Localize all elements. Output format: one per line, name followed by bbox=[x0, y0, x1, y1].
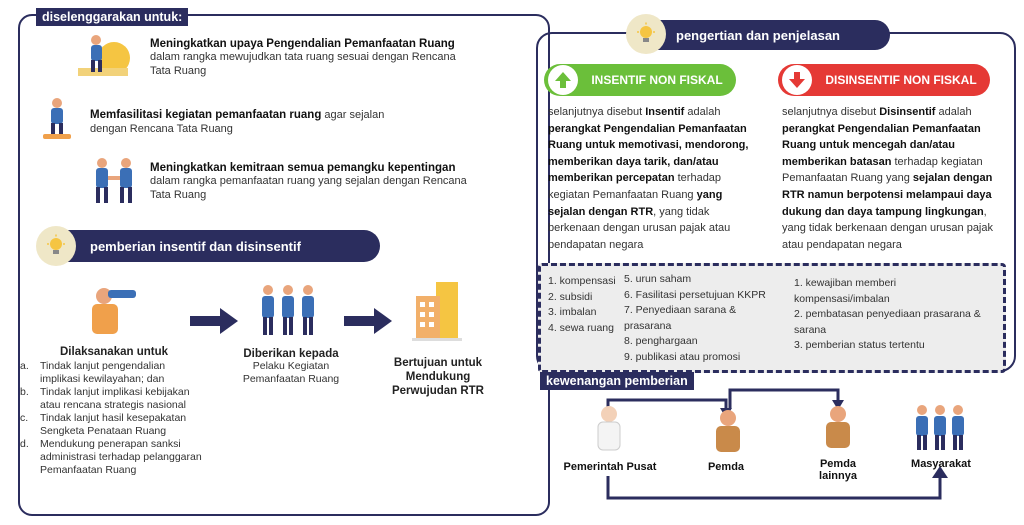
item-1-title: Meningkatkan upaya Pengendalian Pemanfaa… bbox=[150, 38, 455, 50]
item-3: Meningkatkan kemitraan semua pemangku ke… bbox=[150, 162, 490, 202]
list-item: 4. sewa ruang bbox=[548, 321, 614, 334]
list-item: 1. kewajiban memberi kompensasi/imbalan bbox=[794, 277, 897, 305]
flow-col1-title: Dilaksanakan untuk bbox=[60, 346, 169, 358]
flow-col1-list: a.Tindak lanjut pengendalian implikasi k… bbox=[20, 360, 206, 477]
left-header: diselenggarakan untuk: bbox=[36, 8, 189, 26]
right-header-title: pengertian dan penjelasan bbox=[676, 27, 840, 43]
illustration-worker-gold-icon bbox=[72, 32, 134, 80]
item-2-text: dengan Rencana Tata Ruang bbox=[90, 123, 233, 135]
arrow-right-1-icon bbox=[190, 308, 238, 334]
list-item: 6. Fasilitasi persetujuan KKPR bbox=[624, 288, 766, 301]
illustration-building-icon bbox=[412, 276, 462, 342]
illustration-people-group-icon bbox=[258, 282, 318, 340]
pemda-lainnya-icon bbox=[820, 404, 856, 450]
disinsentif-button[interactable]: DISINSENTIF NON FISKAL bbox=[778, 64, 990, 96]
col1-item: d.Mendukung penerapan sanksi administras… bbox=[20, 438, 202, 476]
illustration-binocular-icon bbox=[86, 282, 142, 340]
pemerintah-pusat-icon bbox=[592, 404, 626, 452]
list-a: 1. kompensasi 2. subsidi 3. imbalan 4. s… bbox=[548, 274, 616, 336]
masyarakat-icon bbox=[914, 402, 968, 452]
list-item: 5. urun saham bbox=[624, 273, 692, 285]
disinsentif-paragraph: selanjutnya disebut Disinsentif adalah p… bbox=[782, 106, 993, 251]
item-1: Meningkatkan upaya Pengendalian Pemanfaa… bbox=[150, 38, 470, 78]
illustration-partners-icon bbox=[90, 156, 140, 208]
flow-col2-text: Pelaku Kegiatan Pemanfaatan Ruang bbox=[242, 360, 340, 385]
item-3-text: dalam rangka pemanfaatan ruang yang seja… bbox=[150, 175, 467, 201]
flow-col3-title: Bertujuan untuk Mendukung Perwujudan RTR bbox=[391, 357, 484, 397]
list-item: 3. imbalan bbox=[548, 306, 597, 318]
pemda-icon bbox=[710, 408, 746, 454]
actor-pemerintah-pusat: Pemerintah Pusat bbox=[563, 461, 657, 473]
kewenangan-header: kewenangan pemberian bbox=[540, 372, 694, 390]
list-b: 5. urun saham 6. Fasilitasi persetujuan … bbox=[624, 272, 782, 365]
insentif-label: INSENTIF NON FISKAL bbox=[591, 73, 723, 87]
list-item: 7. Penyediaan sarana & prasarana bbox=[624, 304, 737, 332]
flow-col2-title: Diberikan kepada bbox=[243, 348, 339, 360]
list-item: 9. publikasi atau promosi bbox=[624, 350, 741, 363]
flow-col2: Diberikan kepada Pelaku Kegiatan Pemanfa… bbox=[236, 348, 346, 386]
item-2-title: Memfasilitasi kegiatan pemanfaatan ruang bbox=[90, 109, 322, 121]
actor-pemda-lainnya: Pemda lainnya bbox=[819, 458, 857, 482]
illustration-handshake-icon bbox=[40, 96, 74, 140]
lightbulb-icon bbox=[36, 226, 76, 266]
col1-item: c.Tindak lanjut hasil kesepakatan Sengke… bbox=[20, 412, 187, 437]
disinsentif-label: DISINSENTIF NON FISKAL bbox=[825, 73, 977, 87]
actor-masyarakat: Masyarakat bbox=[911, 458, 971, 470]
right-header: pengertian dan penjelasan bbox=[650, 20, 890, 50]
list-c: 1. kewajiban memberi kompensasi/imbalan … bbox=[794, 276, 990, 354]
section2-title: pemberian insentif dan disinsentif bbox=[90, 238, 301, 254]
col1-item: b.Tindak lanjut implikasi kebijakan atau… bbox=[20, 386, 190, 411]
item-1-text: dalam rangka mewujudkan tata ruang sesua… bbox=[150, 51, 456, 77]
list-item: 1. kompensasi bbox=[548, 275, 616, 287]
insentif-button[interactable]: INSENTIF NON FISKAL bbox=[544, 64, 736, 96]
item-2: Memfasilitasi kegiatan pemanfaatan ruang… bbox=[90, 108, 450, 136]
item-3-title: Meningkatkan kemitraan semua pemangku ke… bbox=[150, 162, 456, 174]
list-item: 2. pembatasan penyediaan prasarana & sar… bbox=[794, 308, 981, 336]
arrow-right-2-icon bbox=[344, 308, 392, 334]
section2-header: pemberian insentif dan disinsentif bbox=[60, 230, 380, 262]
flow-col3: Bertujuan untuk Mendukung Perwujudan RTR bbox=[388, 356, 488, 398]
arrow-down-icon bbox=[782, 65, 812, 95]
list-item: 8. penghargaan bbox=[624, 335, 698, 347]
instrument-list-box bbox=[538, 263, 1006, 373]
list-item: 3. pemberian status tertentu bbox=[794, 339, 925, 351]
list-item: 2. subsidi bbox=[548, 290, 593, 303]
arrow-up-icon bbox=[548, 65, 578, 95]
item-2-title-rest: agar sejalan bbox=[321, 109, 385, 121]
actor-pemda: Pemda bbox=[707, 461, 745, 473]
lightbulb-icon bbox=[626, 14, 666, 54]
col1-item: a.Tindak lanjut pengendalian implikasi k… bbox=[20, 360, 166, 385]
insentif-paragraph: selanjutnya disebut Insentif adalah pera… bbox=[548, 106, 749, 251]
